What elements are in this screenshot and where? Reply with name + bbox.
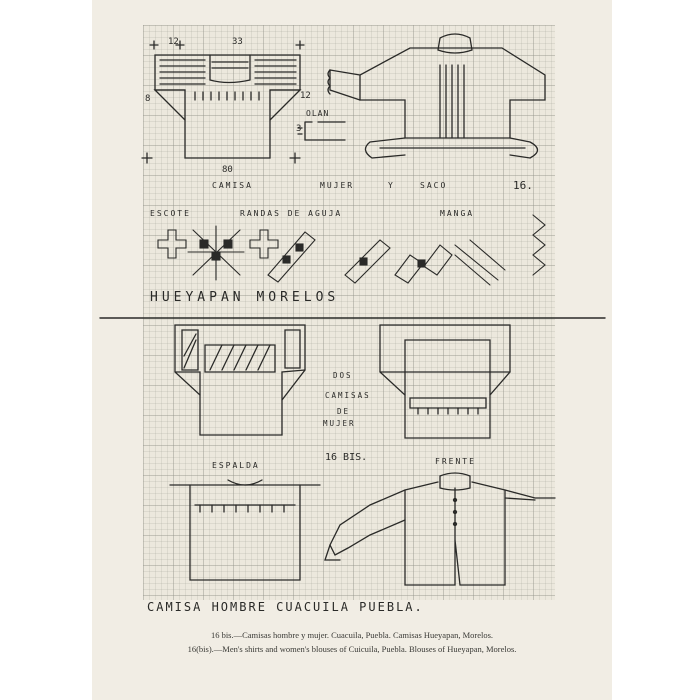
- olan-label: OLAN: [306, 109, 330, 118]
- camisa-front-drawing: [141, 40, 305, 164]
- hueyapan-morelos-title: HUEYAPAN MORELOS: [150, 290, 340, 305]
- dim-33: 33: [232, 37, 243, 47]
- embroidery-patterns: [157, 214, 546, 286]
- frente-label: FRENTE: [435, 457, 476, 466]
- dim-8: 8: [145, 94, 151, 104]
- camisa-hombre-title: CAMISA HOMBRE CUACUILA PUEBLA.: [147, 600, 424, 614]
- plate-number-16-bis: 16 BIS.: [325, 452, 368, 463]
- caption-line-spanish: 16 bis.—Camisas hombre y mujer. Cuacuila…: [210, 630, 494, 640]
- camisa-label: CAMISA: [212, 181, 253, 190]
- escote-label: ESCOTE: [150, 209, 191, 218]
- graph-paper-plate: [143, 25, 555, 600]
- caption-line-english: 16(bis).—Men's shirts and women's blouse…: [187, 644, 517, 654]
- plate-number-16: 16.: [513, 179, 533, 192]
- y-label: Y: [388, 181, 393, 190]
- dim-12: 12: [168, 37, 179, 47]
- olan-ruffle-drawing: [297, 121, 346, 141]
- espalda-drawing: [169, 479, 321, 581]
- de-label: DE: [337, 407, 351, 416]
- dim-3: 3: [296, 124, 302, 134]
- espalda-label: ESPALDA: [212, 461, 260, 470]
- frente-drawing: [324, 472, 556, 586]
- mujer-blouse-left: [174, 324, 306, 436]
- saco-drawing: [327, 33, 546, 159]
- dim-12-side: 12: [300, 91, 311, 101]
- dos-label: DOS: [333, 371, 353, 380]
- mujer-label: MUJER: [320, 181, 355, 190]
- mujer-label-bottom: MUJER: [323, 419, 356, 428]
- dim-80: 80: [222, 165, 233, 175]
- manga-label: MANGA: [440, 209, 475, 218]
- mujer-blouse-right: [379, 324, 511, 439]
- camisas-label: CAMISAS: [325, 391, 371, 400]
- randas-label: RANDAS DE AGUJA: [240, 209, 343, 218]
- saco-label: SACO: [420, 181, 448, 190]
